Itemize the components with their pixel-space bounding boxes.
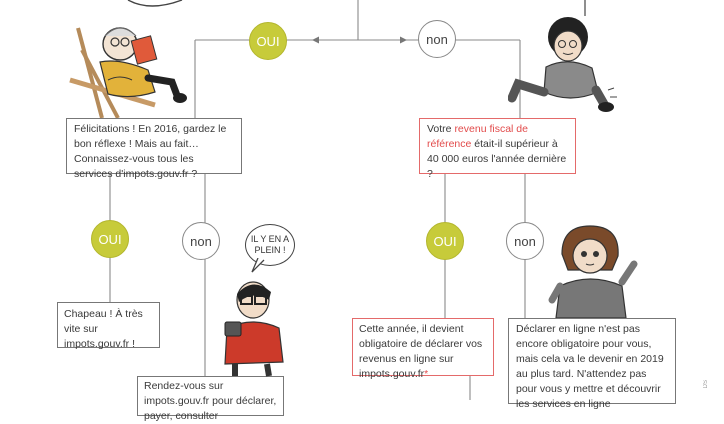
- obligatoire-box: Cette année, il devient obligatoire de d…: [352, 318, 494, 380]
- decision-yes-badge-top: OUI: [249, 22, 287, 60]
- man-with-phone-icon: [224, 281, 284, 377]
- decision-no-badge-right: non: [506, 222, 544, 260]
- income-question-box: Votre revenu fiscal de référence était-i…: [419, 118, 576, 180]
- rendez-vous-box: Rendez-vous sur impots.gouv.fr pour décl…: [137, 376, 284, 422]
- income-question-suffix: était-il supérieur à 40 000 euros l'anné…: [427, 138, 567, 180]
- decision-no-badge-top: non: [418, 20, 456, 58]
- pas-encore-obligatoire-box: Déclarer en ligne n'est pas encore oblig…: [508, 318, 676, 410]
- arrow-right-icon: [400, 36, 407, 44]
- obligatoire-text: Cette année, il devient obligatoire de d…: [359, 323, 483, 380]
- speech-bubble: IL Y EN A PLEIN !: [245, 224, 295, 266]
- side-note: DS: [703, 380, 709, 389]
- decision-no-badge-left: non: [182, 222, 220, 260]
- obligatoire-asterisk: *: [424, 368, 429, 380]
- woman-bob-haircut-icon: [548, 225, 638, 318]
- decision-yes-badge-right: OUI: [426, 222, 464, 260]
- income-question-highlight: revenu fiscal de référence: [427, 123, 528, 150]
- congratulations-box: Félicitations ! En 2016, gardez le bon r…: [66, 118, 242, 180]
- flowchart-page: OUI non OUI non OUI non Félicitations ! …: [57, 0, 709, 422]
- grandmother-reading-icon: [69, 27, 187, 118]
- speech-bubble-tail-icon: [251, 258, 265, 273]
- decision-yes-badge-left: OUI: [91, 220, 129, 258]
- income-question-prefix: Votre: [427, 123, 455, 135]
- arrow-left-icon: [312, 36, 319, 44]
- speech-bubble-fragment: [127, 0, 183, 7]
- curly-haired-man-icon: [508, 17, 617, 112]
- chapeau-box: Chapeau ! À très vite sur impots.gouv.fr…: [57, 302, 160, 350]
